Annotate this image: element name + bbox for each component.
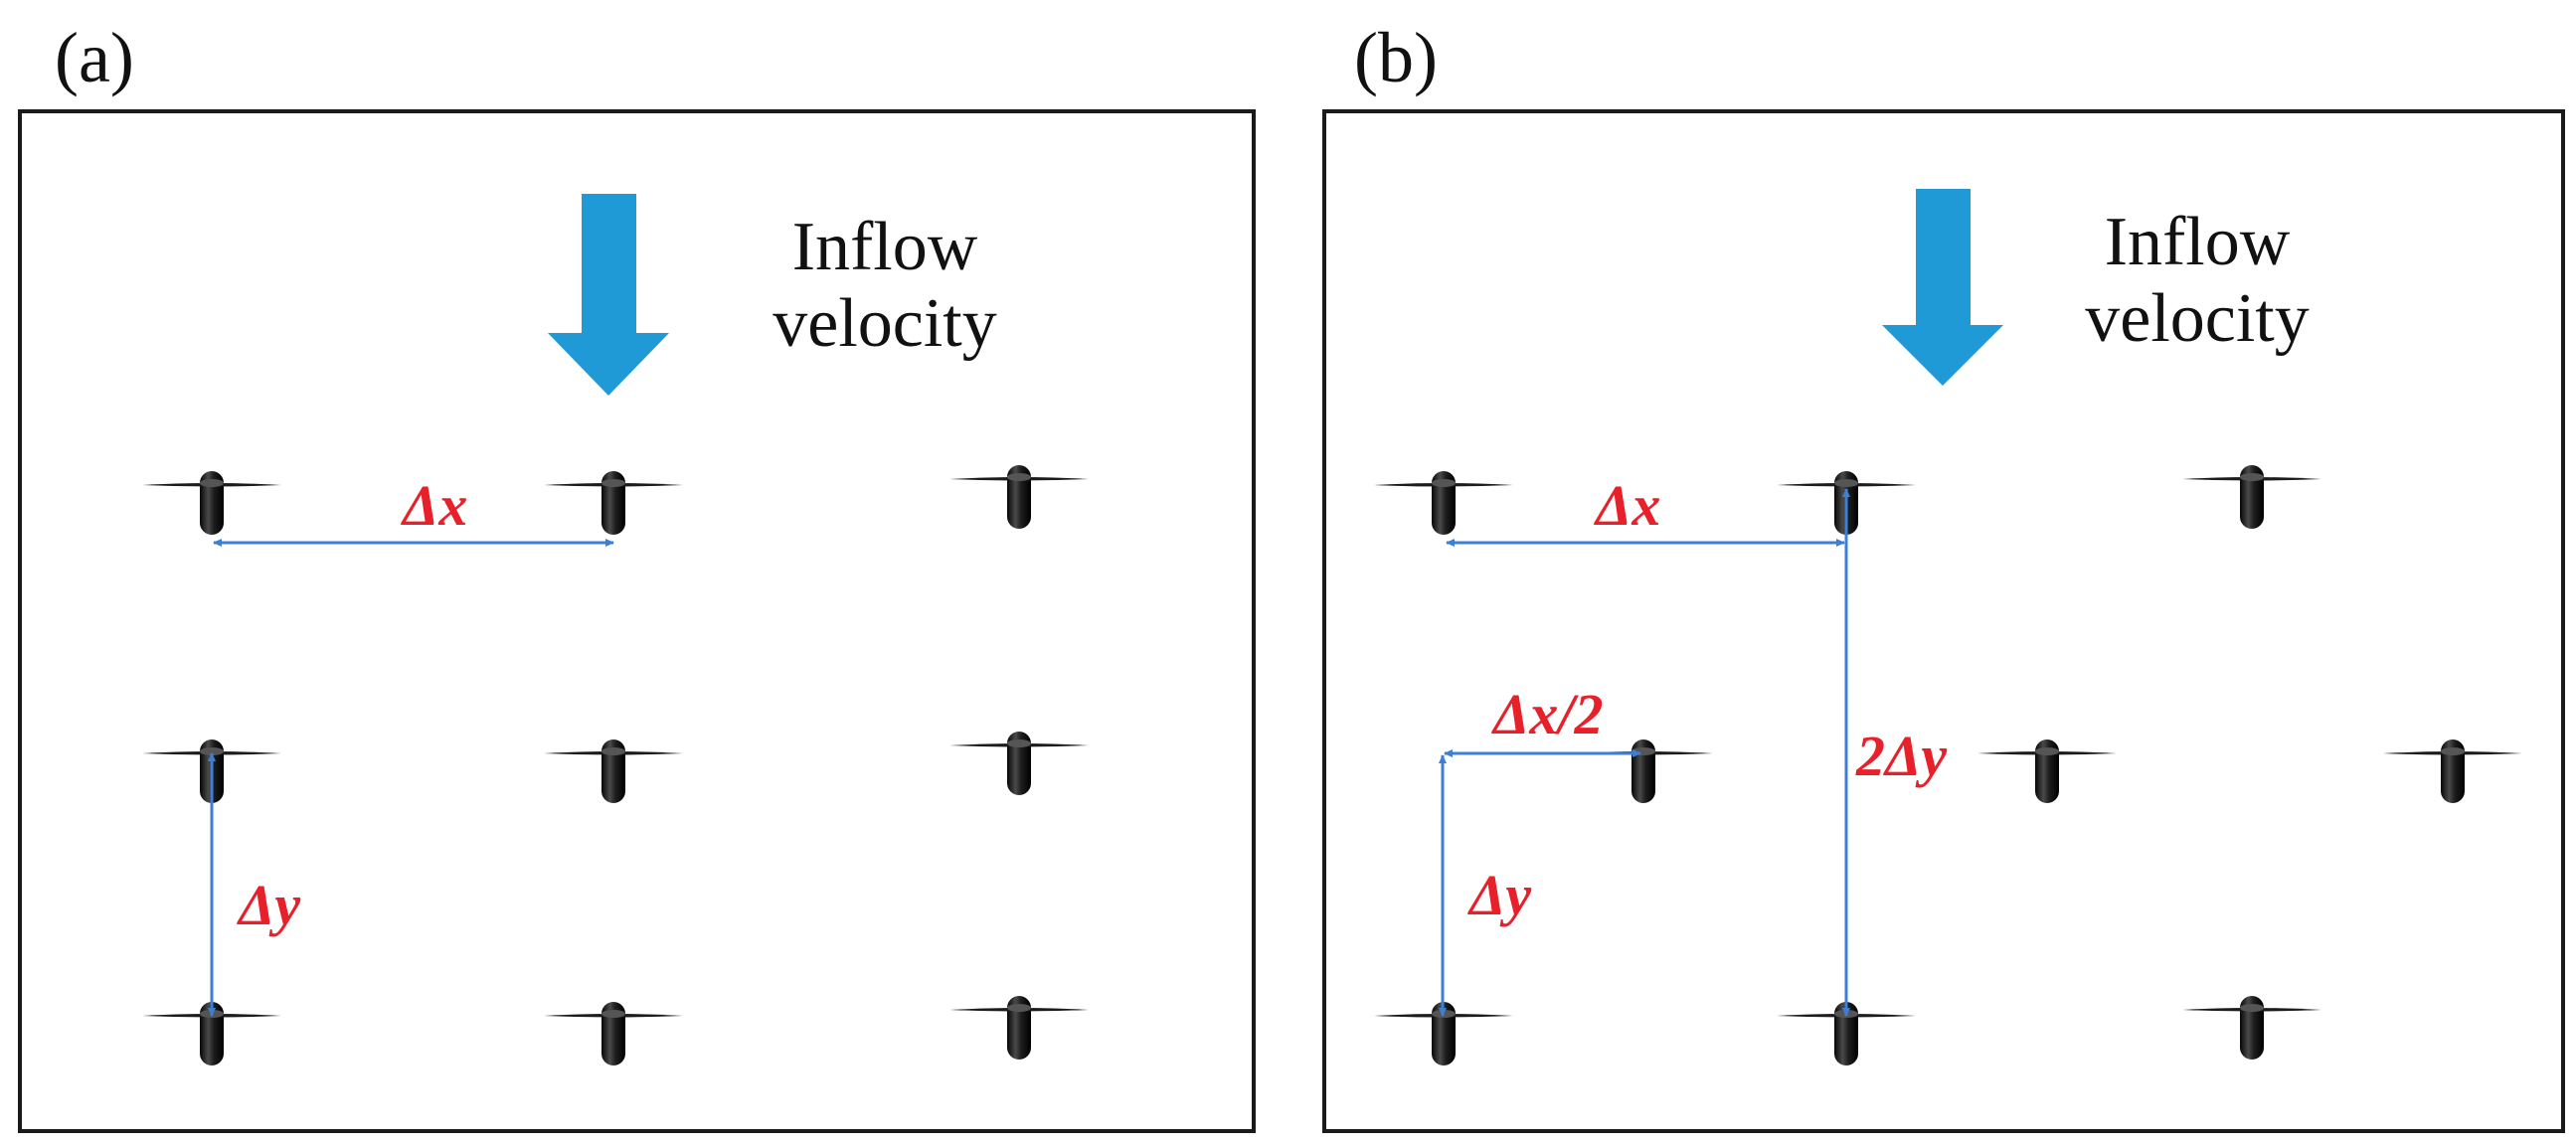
wind-turbine-icon	[1374, 1002, 1513, 1065]
panel-a-inflow-label: Inflow velocity	[721, 209, 1049, 362]
turbine-nacelle	[1432, 1002, 1456, 1065]
turbine-nacelle	[200, 471, 224, 535]
turbine-hub	[2240, 1004, 2264, 1012]
wind-turbine-icon	[142, 471, 281, 535]
turbine-nacelle	[200, 1002, 224, 1065]
turbine-hub	[200, 479, 224, 487]
turbine-hub	[601, 747, 625, 755]
turbine-nacelle	[1432, 471, 1456, 535]
panel-a-inflow-line1: Inflow	[791, 209, 978, 285]
turbine-nacelle	[601, 1002, 625, 1065]
wind-turbine-icon	[2182, 465, 2321, 529]
turbine-nacelle	[1007, 996, 1031, 1060]
turbine-hub	[2035, 747, 2059, 755]
turbine-hub	[1007, 1004, 1031, 1012]
panel-b-dx-label: Δx	[1594, 473, 1660, 538]
wind-turbine-icon	[544, 1002, 683, 1065]
panel-b-inflow-line2: velocity	[2085, 280, 2310, 357]
panel-b-dy-label: Δy	[1467, 863, 1531, 927]
panel-a-inflow-arrow-icon	[548, 194, 669, 396]
wind-turbine-icon	[2383, 739, 2522, 803]
panel-b-label: (b)	[1354, 18, 1438, 97]
panel-a-dy-label: Δy	[237, 873, 300, 937]
turbine-nacelle	[1007, 465, 1031, 529]
turbine-hub	[1007, 473, 1031, 481]
turbine-hub	[1834, 479, 1858, 487]
wind-turbine-icon	[1374, 471, 1513, 535]
wind-turbine-icon	[949, 732, 1089, 795]
turbine-hub	[601, 479, 625, 487]
turbine-nacelle	[601, 739, 625, 803]
turbine-nacelle	[2240, 996, 2264, 1060]
turbine-nacelle	[2035, 739, 2059, 803]
turbine-hub	[2240, 473, 2264, 481]
panel-a-frame	[18, 109, 1256, 1133]
turbine-nacelle	[601, 471, 625, 535]
panel-b-inflow-line1: Inflow	[2104, 204, 2291, 280]
turbine-nacelle	[2441, 739, 2465, 803]
turbine-hub	[1432, 479, 1456, 487]
panel-a-inflow-line2: velocity	[773, 285, 997, 362]
panel-a-dx-label: Δx	[401, 473, 467, 538]
wind-turbine-icon	[949, 996, 1089, 1060]
wind-turbine-icon	[142, 1002, 281, 1065]
turbine-hub	[2441, 747, 2465, 755]
panel-b-dx-half-label: Δx/2	[1491, 682, 1603, 746]
wind-turbine-icon	[544, 739, 683, 803]
wind-turbine-icon	[544, 471, 683, 535]
panel-b-inflow-arrow-icon	[1882, 189, 2003, 386]
turbine-nacelle	[2240, 465, 2264, 529]
turbine-hub	[200, 747, 224, 755]
wind-turbine-icon	[1574, 739, 1713, 803]
panel-a-label: (a)	[55, 18, 134, 97]
turbine-array	[142, 465, 2522, 1065]
wind-turbine-icon	[949, 465, 1089, 529]
turbine-nacelle	[1007, 732, 1031, 795]
wind-turbine-icon	[1977, 739, 2117, 803]
wind-turbine-icon	[2182, 996, 2321, 1060]
panel-b-inflow-label: Inflow velocity	[2033, 204, 2361, 357]
turbine-hub	[1007, 739, 1031, 747]
turbine-hub	[601, 1010, 625, 1018]
panel-b-two-dy-label: 2Δy	[1855, 724, 1947, 788]
turbine-nacelle	[1834, 1002, 1858, 1065]
